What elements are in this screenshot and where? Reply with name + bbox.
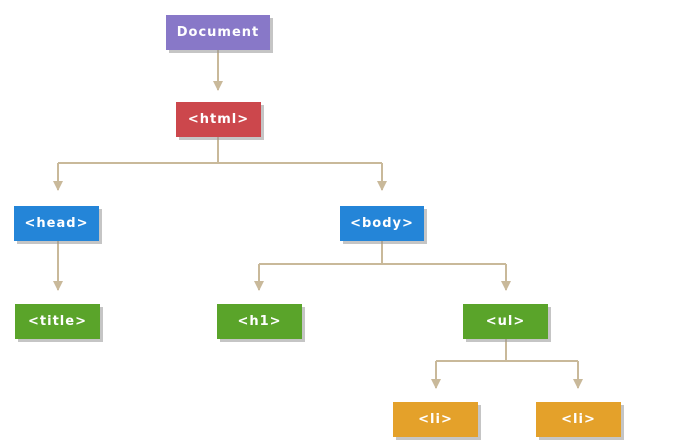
node-title: <title> — [15, 304, 100, 339]
node-li-1: <li> — [393, 402, 478, 437]
node-head: <head> — [14, 206, 99, 241]
node-body: <body> — [340, 206, 424, 241]
node-li-2: <li> — [536, 402, 621, 437]
node-document: Document — [166, 15, 270, 50]
node-ul: <ul> — [463, 304, 548, 339]
node-h1: <h1> — [217, 304, 302, 339]
node-html: <html> — [176, 102, 261, 137]
